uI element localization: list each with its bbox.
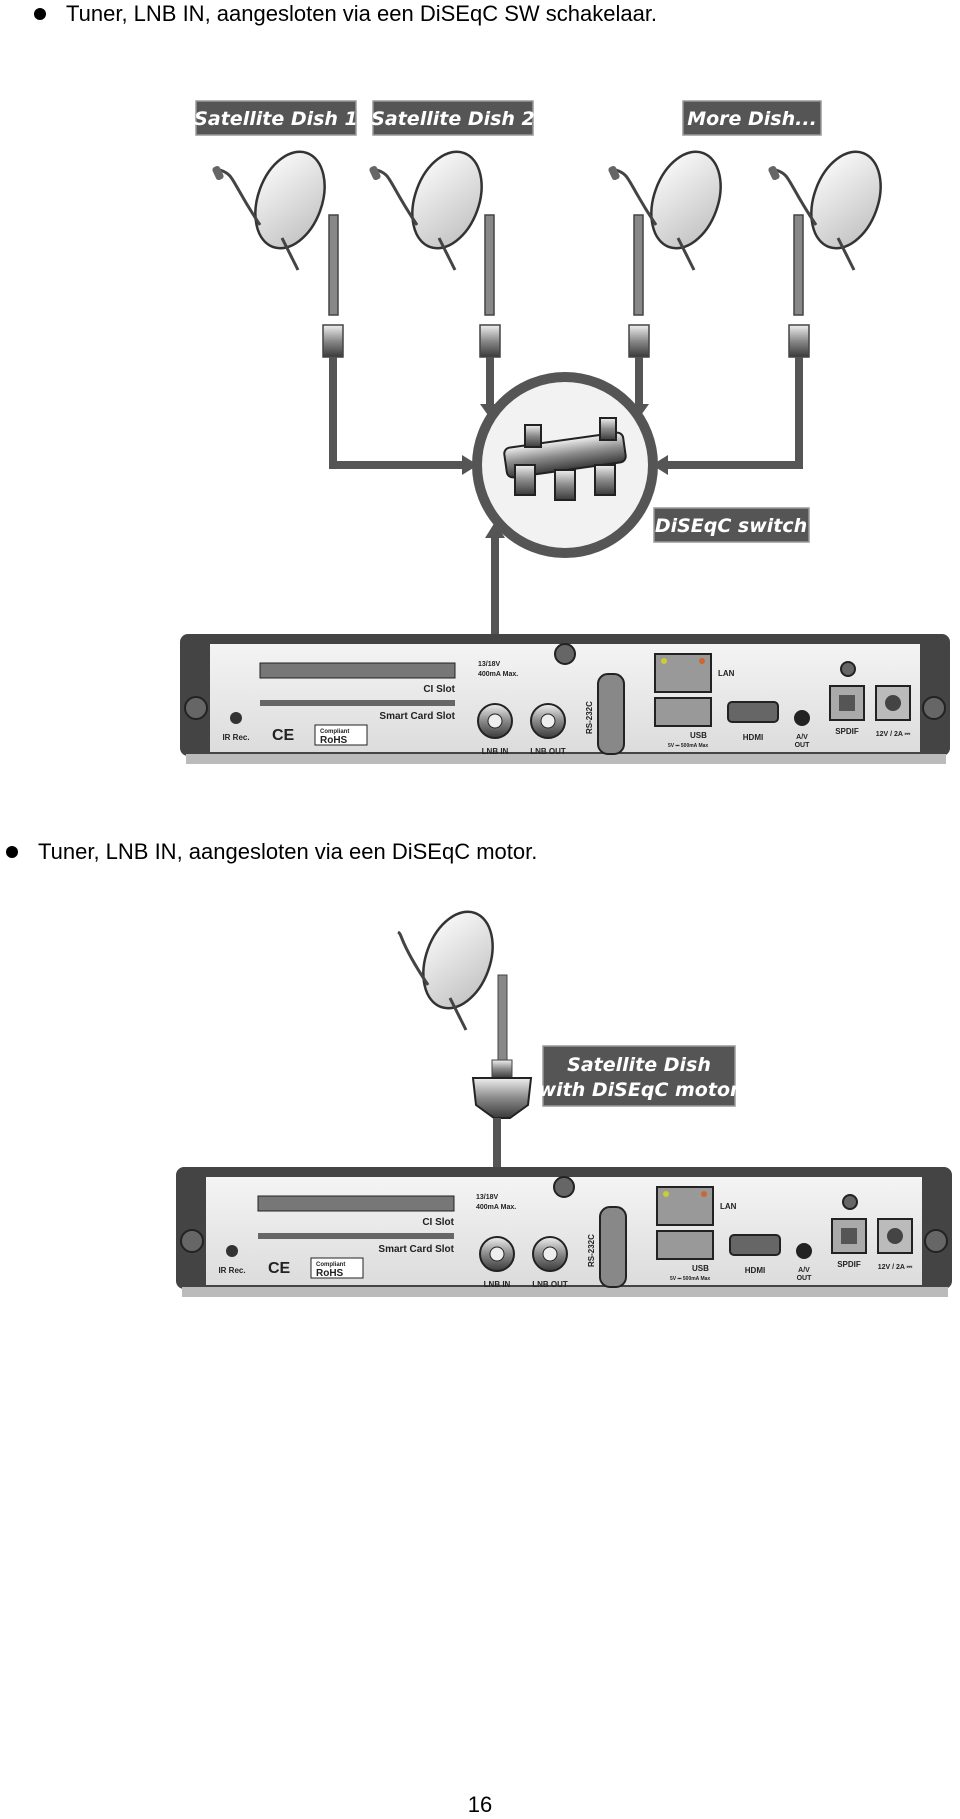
svg-text:LAN: LAN — [720, 1202, 737, 1211]
bullet-text: Tuner, LNB IN, aangesloten via een DiSEq… — [38, 839, 538, 864]
svg-text:LNB IN: LNB IN — [482, 747, 509, 756]
svg-text:A/V: A/V — [796, 734, 808, 741]
receiver-rear-panel: CI Slot Smart Card Slot 13/18V 400mA Max… — [176, 1167, 952, 1297]
svg-text:HDMI: HDMI — [743, 733, 763, 742]
bullet-icon — [34, 8, 46, 20]
page-number: 16 — [467, 1792, 493, 1817]
svg-text:400mA Max.: 400mA Max. — [478, 671, 518, 678]
dish-2-label: Satellite Dish 2 — [371, 100, 535, 136]
svg-text:HDMI: HDMI — [745, 1266, 765, 1275]
svg-text:CI Slot: CI Slot — [422, 1217, 454, 1228]
svg-text:OUT: OUT — [795, 742, 811, 749]
svg-text:LAN: LAN — [718, 669, 735, 678]
bullet-item-diseqc-switch: Tuner, LNB IN, aangesloten via een DiSEq… — [0, 0, 960, 30]
satellite-dish-4-icon — [765, 140, 895, 272]
satellite-dish-1-icon — [209, 140, 339, 272]
motorized-satellite-dish-icon — [397, 910, 533, 1119]
svg-text:SPDIF: SPDIF — [837, 1260, 861, 1269]
svg-text:Compliant: Compliant — [320, 729, 349, 735]
svg-text:CE: CE — [268, 1260, 291, 1277]
svg-text:RS-232C: RS-232C — [585, 701, 594, 734]
diseqc-switch-diagram: Satellite Dish 1 Satellite Dish 2 More D… — [180, 100, 950, 764]
svg-text:CI Slot: CI Slot — [423, 684, 455, 695]
svg-text:12V / 2A ⎓: 12V / 2A ⎓ — [876, 731, 911, 738]
svg-text:LNB OUT: LNB OUT — [532, 1280, 568, 1289]
diseqc-switch-label: DiSEqC switch — [653, 507, 810, 543]
svg-text:12V / 2A ⎓: 12V / 2A ⎓ — [878, 1264, 913, 1271]
svg-text:Smart Card Slot: Smart Card Slot — [378, 1244, 454, 1255]
satellite-dish-3-icon — [605, 140, 735, 272]
svg-text:13/18V: 13/18V — [478, 661, 501, 668]
svg-text:Satellite Dish: Satellite Dish — [567, 1054, 711, 1076]
bullet-icon — [6, 846, 18, 858]
svg-text:5V ⎓ 500mA Max: 5V ⎓ 500mA Max — [670, 1276, 710, 1282]
svg-text:USB: USB — [690, 731, 707, 740]
diseqc-motor-diagram: Satellite Dish with DiSEqC motor CI Slot… — [176, 910, 952, 1297]
svg-text:LNB OUT: LNB OUT — [530, 747, 566, 756]
motor-dish-label: Satellite Dish with DiSEqC motor — [539, 1045, 741, 1107]
dish-1-label: Satellite Dish 1 — [194, 100, 358, 136]
svg-text:DiSEqC switch: DiSEqC switch — [655, 515, 807, 537]
svg-text:More Dish...: More Dish... — [687, 108, 817, 130]
diseqc-switch-icon — [472, 372, 658, 558]
svg-text:LNB IN: LNB IN — [484, 1280, 511, 1289]
svg-text:RoHS: RoHS — [316, 1268, 344, 1279]
svg-text:with DiSEqC motor: with DiSEqC motor — [539, 1079, 741, 1101]
svg-text:Satellite Dish 2: Satellite Dish 2 — [371, 108, 535, 130]
svg-text:400mA Max.: 400mA Max. — [476, 1204, 516, 1211]
svg-text:OUT: OUT — [797, 1275, 813, 1282]
svg-text:A/V: A/V — [798, 1267, 810, 1274]
receiver-rear-panel: CI Slot Smart Card Slot 13/18V 400mA Max… — [180, 634, 950, 764]
svg-text:USB: USB — [692, 1264, 709, 1273]
svg-text:5V ⎓ 500mA Max: 5V ⎓ 500mA Max — [668, 743, 708, 749]
svg-text:SPDIF: SPDIF — [835, 727, 859, 736]
svg-text:RS-232C: RS-232C — [587, 1234, 596, 1267]
bullet-text: Tuner, LNB IN, aangesloten via een DiSEq… — [66, 1, 658, 26]
bullet-item-diseqc-motor: Tuner, LNB IN, aangesloten via een DiSEq… — [0, 838, 960, 868]
svg-text:Compliant: Compliant — [316, 1262, 345, 1268]
svg-text:13/18V: 13/18V — [476, 1194, 499, 1201]
svg-text:Smart Card Slot: Smart Card Slot — [379, 711, 455, 722]
svg-text:CE: CE — [272, 727, 295, 744]
svg-text:RoHS: RoHS — [320, 735, 348, 746]
satellite-dish-2-icon — [366, 140, 496, 272]
svg-text:Satellite Dish 1: Satellite Dish 1 — [194, 108, 358, 130]
more-dish-label: More Dish... — [682, 100, 822, 136]
svg-text:IR Rec.: IR Rec. — [218, 1266, 245, 1275]
svg-text:IR Rec.: IR Rec. — [222, 733, 249, 742]
